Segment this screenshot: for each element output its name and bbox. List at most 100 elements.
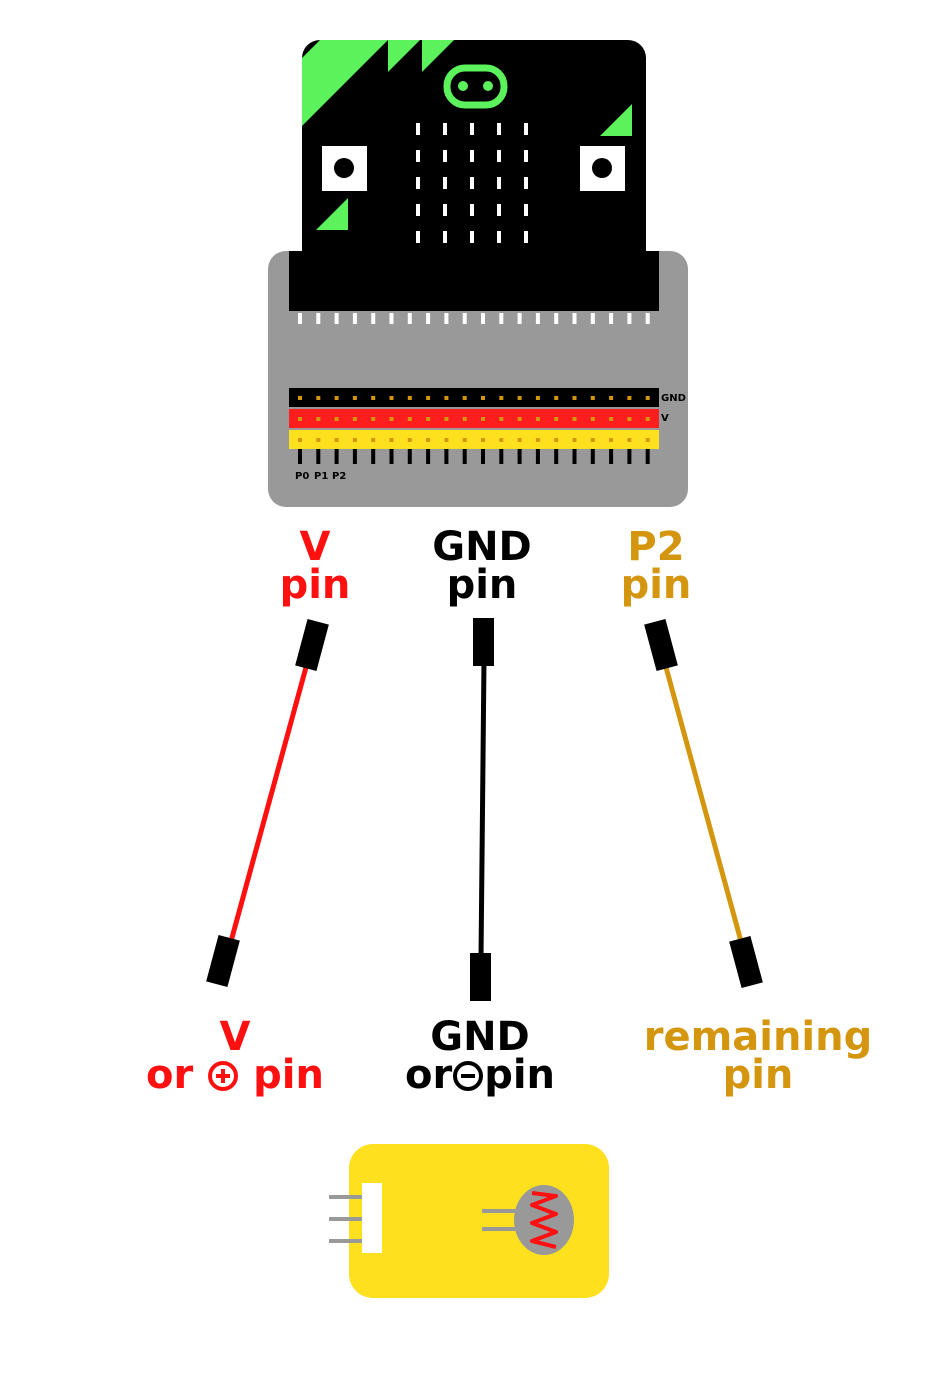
sensor-v-pin-label-line1: V (219, 1014, 251, 1060)
led (443, 204, 447, 216)
header-pin (481, 396, 485, 400)
header-leg (554, 449, 559, 464)
led (443, 231, 447, 243)
header-pin (444, 438, 449, 442)
header-pin (572, 417, 577, 421)
v-wire (206, 618, 329, 988)
header-pin (499, 417, 504, 421)
gnd-rail (289, 388, 659, 407)
connector-tooth (426, 313, 431, 324)
pin-p2-label: P2 (332, 471, 346, 482)
header-pin (554, 417, 559, 421)
button-a-cap (334, 158, 354, 178)
v-pin-label: V pin (255, 527, 375, 605)
led (416, 123, 420, 135)
header-pin (389, 396, 394, 400)
led (470, 150, 474, 162)
header-pin (407, 396, 412, 400)
connector-tooth (499, 313, 504, 324)
header-pin (371, 438, 376, 442)
header-pin (499, 438, 504, 442)
sensor-gnd-pin-label-line2: or pin (385, 1055, 575, 1095)
sensor-v-pin: pin (253, 1052, 324, 1098)
p2-pin-label-line2: pin (620, 562, 692, 608)
header-pin (352, 396, 357, 400)
header-pin (407, 417, 412, 421)
microbit-logo-icon (443, 64, 508, 109)
connector-tooth (481, 313, 485, 324)
header-pin (535, 438, 540, 442)
header-pin (298, 438, 302, 442)
microbit-logo-dot (458, 81, 468, 91)
header-leg (334, 449, 339, 464)
sensor-remaining-pin-label-line1: remaining (643, 1014, 873, 1060)
rail-pins (298, 396, 650, 442)
microbit-corner-triangle (600, 104, 632, 136)
microbit-logo-stripe (422, 40, 454, 72)
header-pin (462, 396, 467, 400)
header-pin (371, 396, 376, 400)
minus-circle-icon (453, 1061, 484, 1091)
header-pin (352, 417, 357, 421)
header-pin (572, 438, 577, 442)
sensor-gnd-or: or (404, 1052, 453, 1098)
signal-rail (289, 430, 659, 449)
pin-p1-label: P1 (314, 471, 328, 482)
v-wire-connector-top (295, 618, 329, 672)
expansion-board: GND V P0 P1 P2 (268, 251, 688, 507)
connector-tooth (444, 313, 449, 324)
header-pin (554, 438, 559, 442)
led (470, 177, 474, 189)
header-pin (426, 396, 431, 400)
sensor-v-pin-label: V or pin (130, 1014, 340, 1095)
header-pin (517, 417, 522, 421)
header-pin (462, 417, 467, 421)
header-pin (535, 396, 540, 400)
header-leg (590, 449, 595, 464)
header-leg (298, 449, 302, 464)
header-pin (627, 438, 632, 442)
edge-connector-slot (289, 251, 659, 311)
connector-tooth (517, 313, 522, 324)
header-leg (517, 449, 522, 464)
header-pin (389, 438, 394, 442)
header-leg (444, 449, 449, 464)
led (497, 231, 501, 243)
gnd-wire-connector-bottom (470, 953, 491, 1001)
header-leg (609, 449, 614, 464)
header-pin (444, 396, 449, 400)
led-matrix (416, 123, 528, 243)
p2-wire-connector-bottom (729, 935, 763, 989)
gnd-wire-cable (478, 659, 487, 959)
rail-v-label: V (661, 413, 669, 424)
header-pin (298, 396, 302, 400)
header-leg (627, 449, 632, 464)
connector-tooth (462, 313, 467, 324)
led (443, 150, 447, 162)
led (470, 123, 474, 135)
led (470, 204, 474, 216)
header-pin (316, 417, 321, 421)
header-pin (334, 417, 339, 421)
sensor-connector (362, 1183, 382, 1253)
header-leg (407, 449, 412, 464)
led (416, 150, 420, 162)
connector-tooth (389, 313, 394, 324)
header-pin (481, 438, 485, 442)
v-wire-cable (227, 659, 311, 946)
connector-tooth (554, 313, 559, 324)
header-leg (462, 449, 467, 464)
p2-pin-label-line1: P2 (627, 524, 685, 570)
header-leg (645, 449, 650, 464)
connector-tooth (572, 313, 577, 324)
v-rail (289, 409, 659, 428)
header-legs (298, 449, 650, 464)
microbit (302, 40, 646, 270)
photoresistor-zigzag (530, 1191, 558, 1249)
connector-tooth (645, 313, 650, 324)
header-pin (590, 438, 595, 442)
p2-wire-connector-top (644, 618, 678, 672)
header-pin (554, 396, 559, 400)
microbit-logo-stripe (302, 40, 388, 126)
